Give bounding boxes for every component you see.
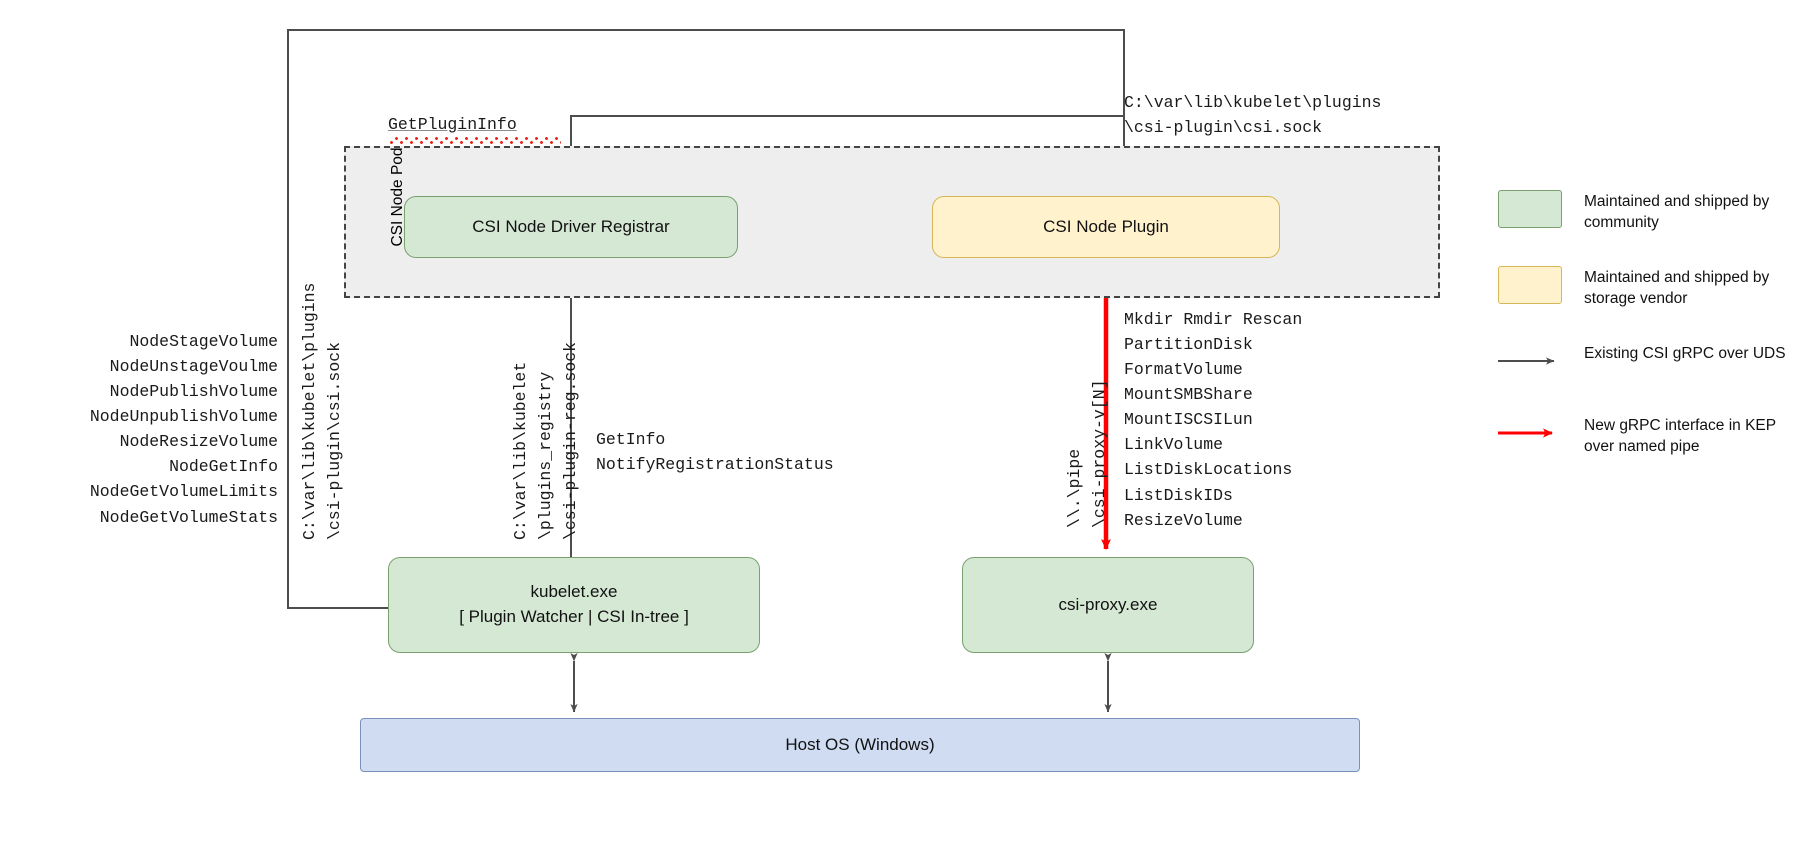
legend-item-new-grpc: New gRPC interface in KEP over named pip… xyxy=(1498,414,1808,458)
legend-arrow-gray-icon xyxy=(1498,342,1562,380)
node-kubelet-exe-sublabel: [ Plugin Watcher | CSI In-tree ] xyxy=(459,607,689,626)
annotation-csi-proxy-api-calls: Mkdir Rmdir Rescan PartitionDisk FormatV… xyxy=(1124,310,1303,530)
legend-label-vendor: Maintained and shipped by storage vendor xyxy=(1584,268,1770,308)
node-csi-node-plugin-label: CSI Node Plugin xyxy=(1043,216,1169,236)
node-host-os-label: Host OS (Windows) xyxy=(785,734,935,754)
legend-item-existing-csi: Existing CSI gRPC over UDS xyxy=(1498,342,1808,380)
legend-label-community: Maintained and shipped by community xyxy=(1584,193,1770,232)
spellcheck-squiggle-icon xyxy=(389,137,561,144)
annotation-registrar-socket-path: C:\var\lib\kubelet\plugins \csi-plugin\c… xyxy=(300,282,345,540)
legend-swatch-green-icon xyxy=(1498,190,1562,228)
node-csi-node-driver-registrar[interactable]: CSI Node Driver Registrar xyxy=(404,196,738,258)
annotation-node-service-calls: NodeStageVolume NodeUnstageVoulme NodePu… xyxy=(89,332,278,527)
legend-arrow-red-icon xyxy=(1498,414,1562,452)
legend-item-vendor: Maintained and shipped by storage vendor xyxy=(1498,265,1808,310)
legend: Maintained and shipped by community Main… xyxy=(1498,190,1808,491)
legend-item-community: Maintained and shipped by community xyxy=(1498,190,1808,234)
node-csi-node-driver-registrar-label: CSI Node Driver Registrar xyxy=(472,216,670,236)
node-csi-proxy-exe[interactable]: csi-proxy.exe xyxy=(962,557,1254,653)
node-host-os[interactable]: Host OS (Windows) xyxy=(360,718,1360,772)
legend-label-existing-csi: Existing CSI gRPC over UDS xyxy=(1584,344,1786,362)
node-csi-node-plugin[interactable]: CSI Node Plugin xyxy=(932,196,1280,258)
annotation-plugin-socket-path: C:\var\lib\kubelet\plugins \csi-plugin\c… xyxy=(1124,93,1382,138)
annotation-registrar-calls: GetInfo NotifyRegistrationStatus xyxy=(596,430,834,475)
node-csi-proxy-exe-label: csi-proxy.exe xyxy=(1058,594,1158,614)
node-kubelet-exe[interactable]: kubelet.exe [ Plugin Watcher | CSI In-tr… xyxy=(388,557,760,653)
annotation-named-pipe-path: \\.\pipe \csi-proxy-v[N] xyxy=(1065,379,1110,528)
annotation-registry-socket-path: C:\var\lib\kubelet \plugins_registry \cs… xyxy=(511,341,581,540)
annotation-get-plugin-info: GetPluginInfo xyxy=(388,115,517,134)
legend-swatch-yellow-icon xyxy=(1498,265,1562,304)
legend-label-new-grpc: New gRPC interface in KEP over named pip… xyxy=(1584,416,1776,455)
node-kubelet-exe-label: kubelet.exe xyxy=(530,582,618,602)
